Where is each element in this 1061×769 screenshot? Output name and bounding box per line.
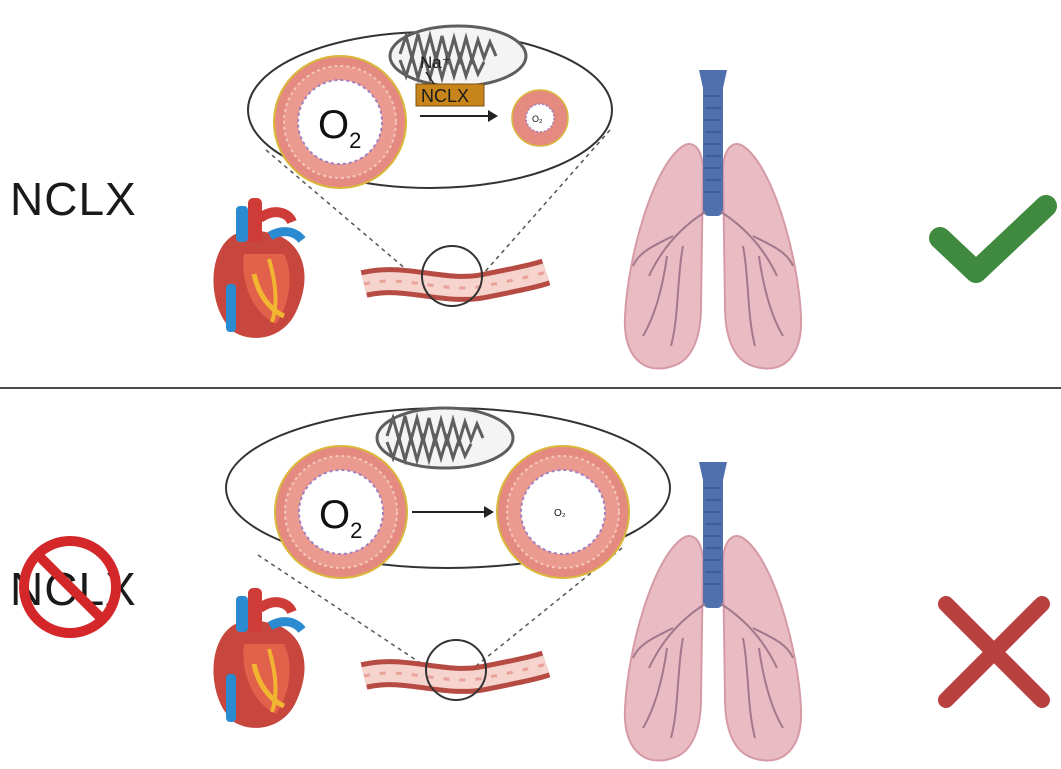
row-label-nclx: NCLX bbox=[10, 172, 137, 226]
blood-vessel-icon bbox=[364, 664, 546, 680]
blood-vessel-icon bbox=[364, 272, 546, 288]
heart-icon bbox=[213, 588, 304, 728]
o2-subscript: 2 bbox=[349, 128, 361, 153]
o2-label-small: O₂ bbox=[532, 114, 543, 124]
lungs-icon bbox=[625, 70, 801, 369]
panel-bottom: O2 O₂ bbox=[213, 408, 1042, 761]
vessel-cross-section-same: O₂ bbox=[497, 446, 629, 578]
o2-label-large: O bbox=[318, 103, 349, 147]
mitochondrion-icon bbox=[390, 26, 526, 86]
vessel-cross-section-large: O2 bbox=[274, 56, 406, 188]
heart-icon bbox=[213, 198, 304, 338]
mitochondrion-icon bbox=[377, 408, 513, 468]
vessel-cross-section-small: O₂ bbox=[512, 90, 568, 146]
ion-label: Na⁺ bbox=[420, 53, 451, 72]
o2-label-large: O bbox=[319, 493, 350, 537]
o2-label-small: O₂ bbox=[554, 508, 566, 519]
o2-subscript: 2 bbox=[350, 518, 362, 543]
panel-top: O2 NCLX Na⁺ O₂ bbox=[213, 26, 1046, 369]
cross-icon bbox=[946, 604, 1042, 700]
row-label-nclx-inhibited: NCLX bbox=[10, 562, 137, 616]
vessel-cross-section-large: O2 bbox=[275, 446, 407, 578]
check-icon bbox=[940, 206, 1046, 272]
transporter-label: NCLX bbox=[421, 86, 469, 106]
